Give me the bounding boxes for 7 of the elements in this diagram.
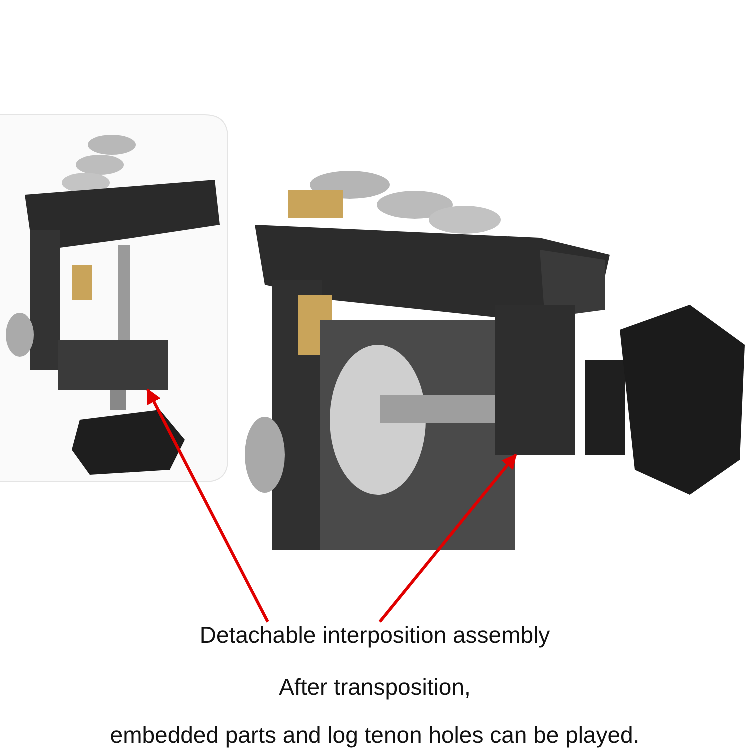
arrow (378, 454, 518, 623)
callout-text: Detachable interposition assembly (200, 622, 550, 648)
note-text: After transposition, (279, 674, 471, 700)
arrow (146, 388, 270, 623)
note-text: embedded parts and log tenon holes can be played. (110, 722, 640, 748)
clamp-jaw (495, 305, 575, 455)
clamp-block (58, 340, 168, 390)
